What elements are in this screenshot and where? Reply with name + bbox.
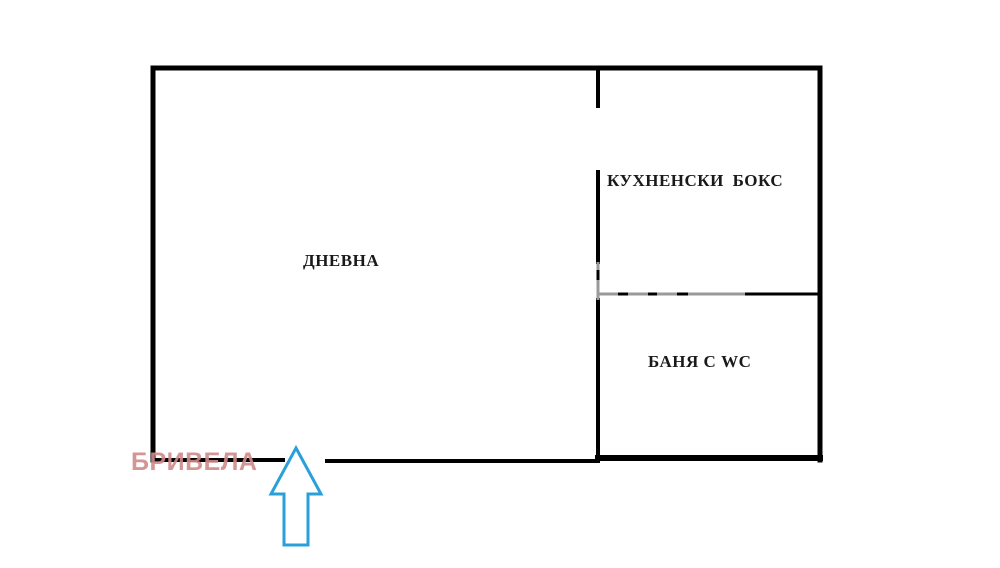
entrance-arrow-icon — [268, 444, 324, 547]
room-label-bathroom: БАНЯ С WC — [648, 352, 752, 371]
room-label-kitchen: КУХНЕНСКИ БОКС — [607, 171, 784, 190]
watermark-logo: БРИВЕЛА — [131, 448, 258, 476]
room-label-living: ДНЕВНА — [303, 251, 380, 270]
